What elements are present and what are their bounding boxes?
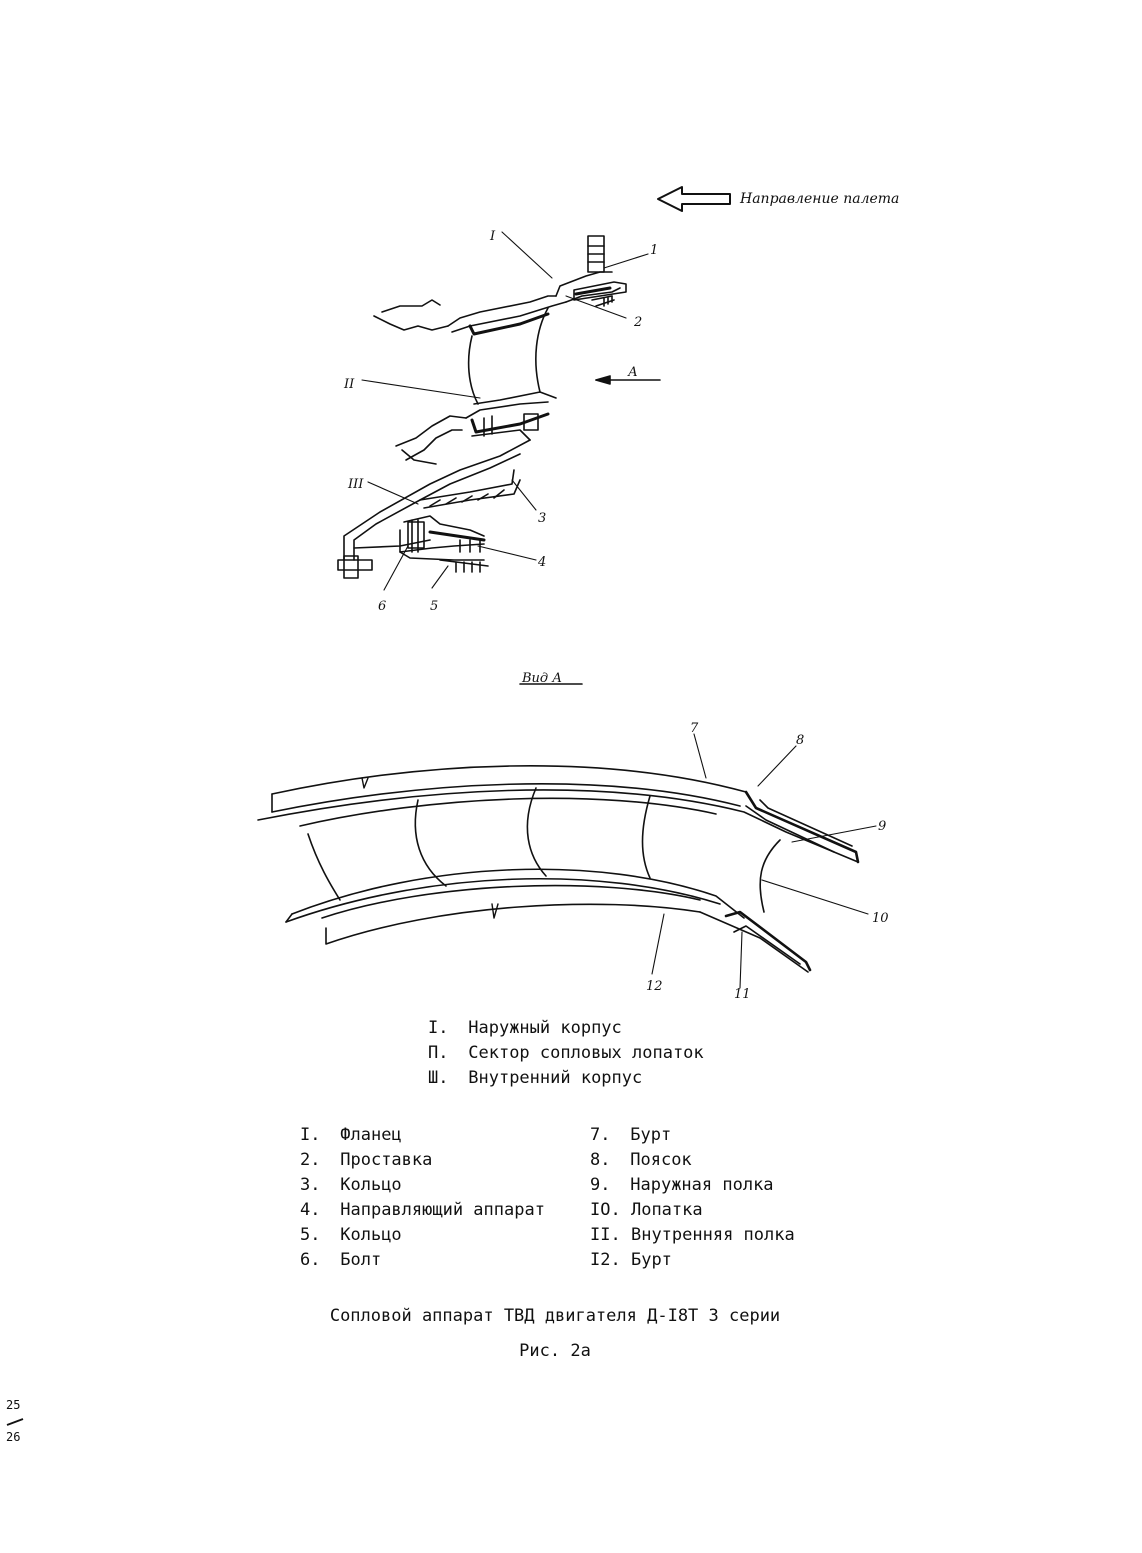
callout-5: 5 — [430, 599, 438, 614]
callout-12: 12 — [646, 979, 663, 994]
legend-parts-right: 7. Бурт 8. Поясок 9. Наружная полка IO. … — [590, 1123, 795, 1273]
callout-7: 7 — [690, 721, 699, 736]
callout-III: III — [347, 477, 364, 492]
callout-9: 9 — [878, 819, 886, 834]
legend-row: I. Наружный корпус — [428, 1018, 622, 1038]
legend-row: 3. Кольцо — [300, 1175, 402, 1195]
legend-row: II. Внутренняя полка — [590, 1225, 795, 1245]
legend-row: П. Сектор сопловых лопаток — [428, 1043, 704, 1063]
callout-2: 2 — [633, 315, 642, 330]
legend-row: 5. Кольцо — [300, 1225, 402, 1245]
callout-I: I — [489, 229, 496, 244]
view-a-drawing — [257, 765, 860, 973]
legend-row: I. Фланец — [300, 1125, 402, 1145]
callout-8: 8 — [796, 733, 804, 748]
callout-1: 1 — [650, 243, 658, 258]
view-a-title: Вид А — [521, 671, 562, 686]
callout-3: 3 — [538, 511, 546, 526]
flight-direction-label: Направление палета — [739, 191, 899, 207]
figure-title: Сопловой аппарат ТВД двигателя Д-I8Т 3 с… — [329, 1306, 781, 1326]
legend-row: 6. Болт — [300, 1250, 382, 1270]
page-separator — [6, 1418, 24, 1426]
view-arrow-label: А — [627, 365, 638, 380]
callout-10: 10 — [872, 911, 889, 926]
figure-number: Рис. 2а — [519, 1341, 591, 1361]
legend-row: I2. Бурт — [590, 1250, 672, 1270]
page-number-bottom: 26 — [6, 1430, 21, 1444]
legend-row: 8. Поясок — [590, 1150, 692, 1170]
callout-4: 4 — [537, 555, 546, 570]
legend-row: 4. Направляющий аппарат — [300, 1200, 545, 1220]
page-number-top: 25 — [6, 1398, 21, 1412]
callout-6: 6 — [378, 599, 386, 614]
legend-assemblies: I. Наружный корпус П. Сектор сопловых ло… — [428, 1016, 704, 1091]
callout-labels: I II III 1 2 3 4 5 6 7 8 9 10 11 12 — [343, 229, 889, 1002]
cross-section-drawing — [337, 235, 627, 579]
legend-parts-left: I. Фланец 2. Проставка 3. Кольцо 4. Напр… — [300, 1123, 545, 1273]
legend-row: Ш. Внутренний корпус — [428, 1068, 643, 1088]
flight-direction-arrow-icon — [657, 186, 731, 212]
legend-row: 7. Бурт — [590, 1125, 672, 1145]
callout-II: II — [343, 377, 355, 392]
callout-11: 11 — [734, 987, 751, 1002]
legend-row: 9. Наружная полка — [590, 1175, 774, 1195]
legend-row: IO. Лопатка — [590, 1200, 703, 1220]
legend-row: 2. Проставка — [300, 1150, 433, 1170]
